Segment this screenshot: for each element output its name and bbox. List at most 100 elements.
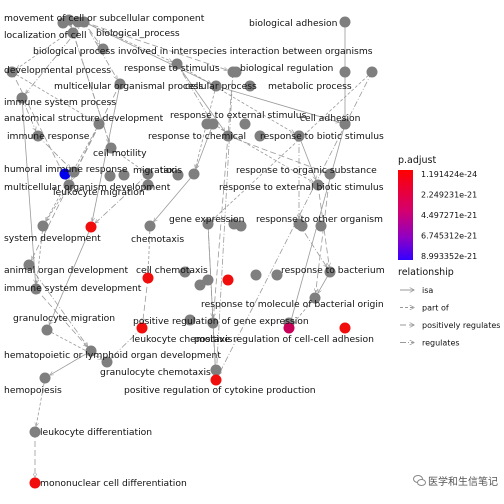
node-prcp: [210, 374, 222, 386]
nodes-layer: [6, 14, 378, 489]
node-label-sdev: system development: [4, 233, 101, 244]
node-ldiff: [29, 426, 41, 438]
edge-rchem-ros: [227, 135, 324, 172]
edge-isd-hlod: [35, 288, 87, 347]
node-rchem: [222, 130, 234, 142]
legend-padjust-title: p.adjust: [398, 155, 437, 166]
legend-ticks: 1.191424e-242.249231e-214.497271e-216.74…: [413, 170, 477, 261]
node-label-rchem: response to chemical: [148, 131, 246, 142]
edge-bp-rstim: [83, 21, 172, 62]
node-hemo: [39, 372, 51, 384]
node-label-hir: humoral immune response: [4, 164, 128, 175]
node-sdev: [37, 220, 49, 232]
edge-mod-sdev: [46, 184, 70, 221]
node-rebs: [312, 179, 324, 191]
node-cchemo: [142, 272, 154, 284]
legend-rel-label: isa: [422, 286, 433, 295]
node-label-asd: anatomical structure development: [4, 113, 164, 124]
node-chemo: [144, 220, 156, 232]
graph-node: [339, 66, 351, 78]
node-label-rbio: response to biotic stimulus: [260, 131, 384, 142]
node-rbact: [324, 266, 336, 278]
graph-node: [172, 169, 184, 181]
node-dev: [6, 66, 18, 78]
node-rstim: [171, 58, 183, 70]
edge-lmig-gmig: [49, 226, 92, 324]
edge-dev-asd: [11, 71, 94, 121]
edge-sdev-isd: [37, 225, 44, 283]
node-label-ldiff: leukocyte differentiation: [40, 427, 152, 438]
watermark-text: 医学和生信笔记: [428, 477, 498, 488]
node-label-rbact: response to bacterium: [281, 265, 385, 276]
node-label-lmig: leukocyte migration: [53, 187, 145, 198]
edge-chemo-cchemo: [148, 225, 151, 272]
node-label-rebs: response to external biotic stimulus: [219, 182, 384, 193]
node-label-mop: multicellular organismal process: [54, 81, 203, 92]
graph-node: [239, 118, 251, 130]
edge-dev-mod: [11, 71, 66, 180]
legend-tick-label: 4.497271e-21: [421, 211, 477, 220]
graph-node: [179, 266, 191, 278]
edge-hlod-hemo: [50, 350, 92, 375]
node-label-dev: developmental process: [4, 65, 111, 76]
edge-bp-cp: [83, 21, 211, 83]
node-prcca: [283, 322, 295, 334]
graph-node: [271, 269, 283, 281]
node-mp: [366, 66, 378, 78]
edge-aod-hlod: [28, 264, 87, 346]
graph-node: [254, 130, 266, 142]
node-label-mcd: mononuclear cell differentiation: [40, 478, 187, 489]
edge-cmot-mig: [110, 147, 143, 171]
graph-node: [194, 279, 206, 291]
node-gchemo: [101, 356, 113, 368]
node-label-taxis: taxis: [160, 165, 182, 176]
edge-isp-ir: [21, 97, 36, 130]
node-label-gmig: granulocyte migration: [13, 313, 115, 324]
edge-gex-prcp: [207, 223, 216, 374]
legend-rel-label: positively regulates: [422, 321, 500, 330]
edge-mp-gex: [212, 71, 373, 220]
node-label-rstim: response to stimulus: [124, 63, 220, 74]
edge-asd-aod: [32, 123, 100, 260]
node-label-mig: migration: [133, 165, 178, 176]
watermark: 医学和生信笔记: [413, 473, 498, 488]
graph-node: [222, 274, 234, 286]
node-label-cmot: cell motility: [93, 148, 147, 159]
node-label-rmbo: response to molecule of bacterial origin: [201, 299, 384, 310]
edge-ros-rmbo: [316, 173, 331, 292]
legend: p.adjust 1.191424e-242.249231e-214.49727…: [398, 155, 500, 348]
edge-mig-lmig: [95, 173, 149, 223]
node-label-bioad: biological adhesion: [249, 18, 338, 29]
node-bio_ca: [97, 43, 109, 55]
legend-relationship-title: relationship: [398, 267, 454, 278]
node-label-hemo: hemopoiesis: [4, 385, 62, 396]
edge-rext-taxis: [196, 123, 214, 168]
node-label-cad: cell adhesion: [300, 113, 361, 124]
node-label-aod: animal organ development: [4, 265, 129, 276]
legend-tick-label: 2.249231e-21: [421, 191, 477, 200]
node-isd: [30, 283, 42, 295]
node-cp: [210, 80, 222, 92]
node-mig: [142, 168, 154, 180]
node-hir: [68, 166, 80, 178]
edge-rext-rebs: [212, 123, 313, 182]
node-bioad: [339, 16, 351, 28]
node-ros: [324, 168, 336, 180]
node-rbio: [293, 130, 305, 142]
node-label-bio_ca: biological process involved in interspec…: [33, 46, 373, 57]
node-label-chemo: chemotaxis: [131, 234, 184, 245]
graph-node: [184, 314, 196, 326]
edge-rstim-rbio: [176, 63, 294, 133]
node-lmig: [85, 221, 97, 233]
node-label-isd: immune system development: [4, 283, 142, 294]
node-rmbo: [309, 292, 321, 304]
node-mop: [114, 78, 126, 90]
legend-rel-label: regulates: [422, 339, 460, 348]
edge-rmbo-prcca: [293, 297, 316, 323]
graph-node: [250, 269, 262, 281]
edge-bp-breg: [83, 21, 227, 70]
node-label-breg: biological regulation: [240, 63, 334, 74]
